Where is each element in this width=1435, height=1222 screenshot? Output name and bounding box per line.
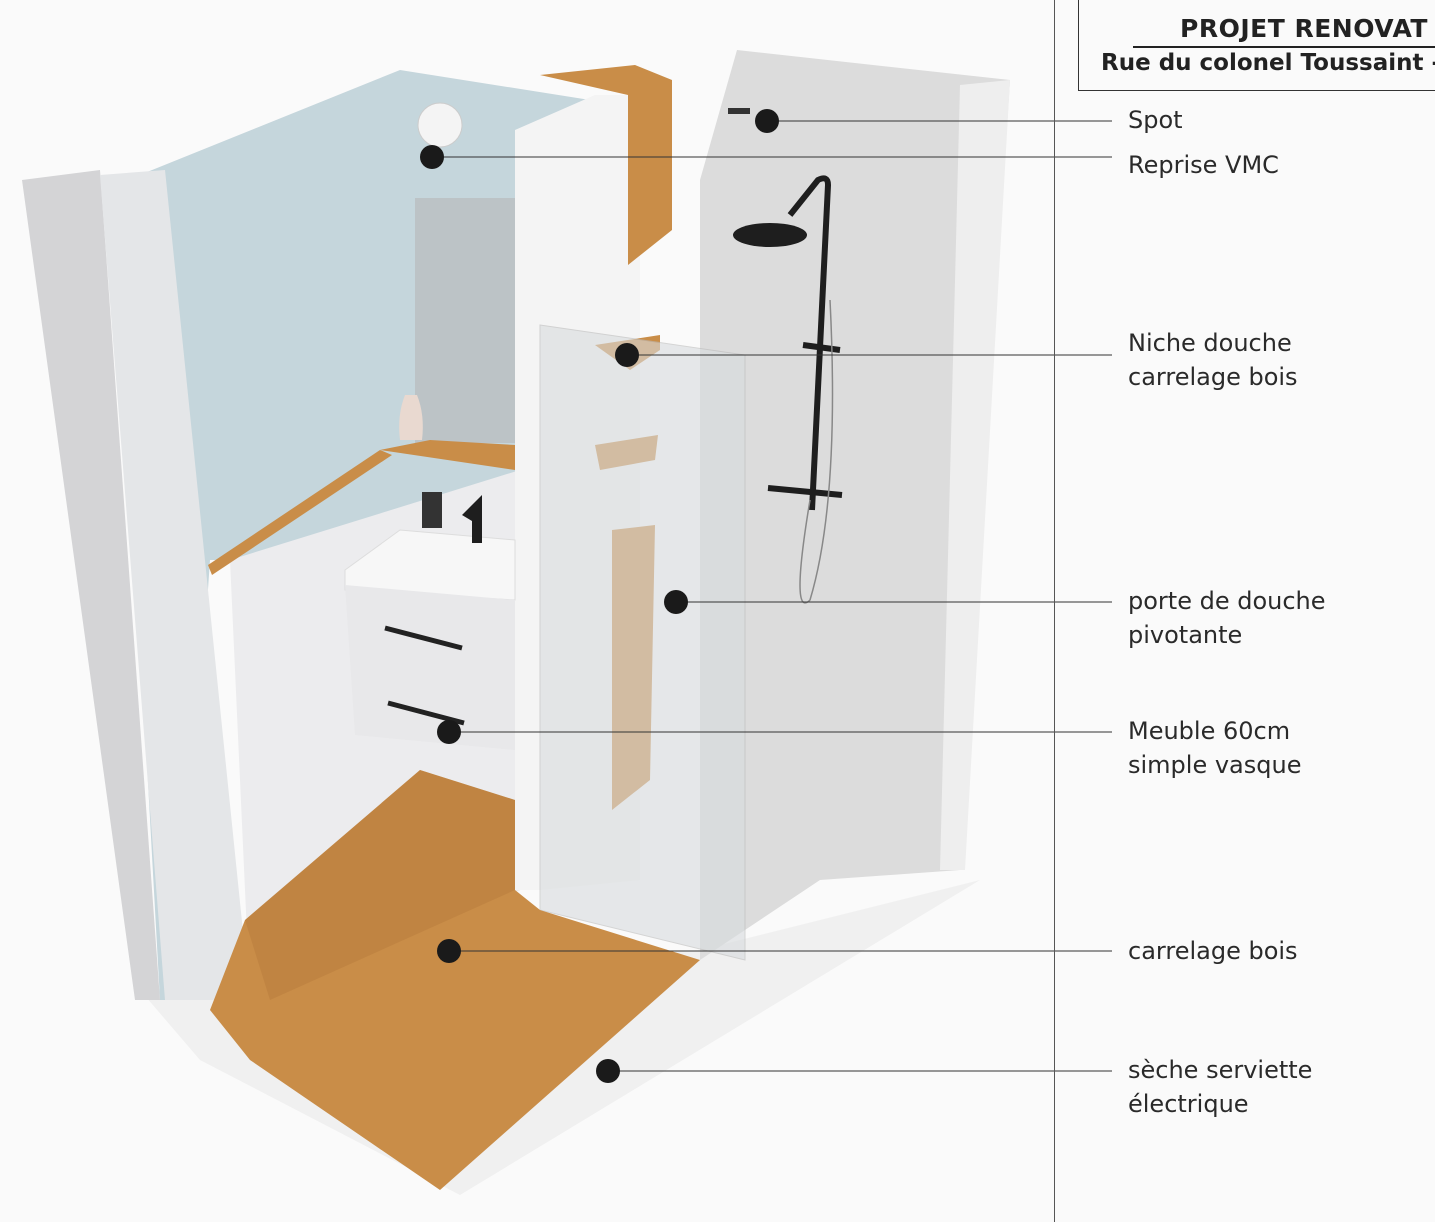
drawer-handle	[387, 700, 465, 726]
vmc-vent	[417, 102, 463, 148]
label-spot: Spot	[1128, 103, 1183, 137]
left-wall-face	[100, 170, 250, 1000]
wood-floor	[210, 770, 700, 1190]
title-underline	[1133, 46, 1435, 48]
label-line: Meuble 60cm	[1128, 717, 1291, 745]
shower-wall-edge	[940, 80, 1010, 870]
label-towel-warmer: sèche serviette électrique	[1128, 1053, 1312, 1121]
label-floor: carrelage bois	[1128, 934, 1298, 968]
callout-dot-towel-warmer	[596, 1059, 620, 1083]
callout-lines	[432, 120, 1112, 1072]
project-title: PROJET RENOVAT	[1180, 14, 1428, 43]
wood-column	[540, 65, 672, 265]
label-line: carrelage bois	[1128, 363, 1298, 391]
vanity-basin	[344, 529, 516, 601]
label-vmc: Reprise VMC	[1128, 148, 1279, 182]
shower-door-glass	[539, 324, 746, 961]
callout-dot-door	[664, 590, 688, 614]
shower-column	[767, 175, 843, 511]
faucet	[462, 495, 482, 543]
cup	[422, 492, 442, 528]
label-line: pivotante	[1128, 621, 1243, 649]
callout-dot-floor	[437, 939, 461, 963]
spot-light	[728, 108, 750, 114]
vanity-cabinet	[345, 585, 515, 750]
shower-hose	[799, 299, 834, 604]
label-niche: Niche douche carrelage bois	[1128, 326, 1298, 394]
callout-dots	[420, 109, 779, 1083]
divider-line	[1054, 0, 1055, 1222]
wood-ledge	[208, 450, 392, 575]
vase	[399, 395, 423, 440]
callout-dot-vmc	[420, 145, 444, 169]
project-address: Rue du colonel Toussaint -	[1101, 50, 1435, 76]
wood-shelf	[380, 440, 515, 470]
callout-dot-spot	[755, 109, 779, 133]
label-line: Niche douche	[1128, 329, 1292, 357]
mirror	[415, 198, 515, 443]
title-block	[1078, 0, 1435, 91]
label-line: porte de douche	[1128, 587, 1326, 615]
label-line: électrique	[1128, 1090, 1249, 1118]
label-line: Reprise VMC	[1128, 151, 1279, 179]
label-line: Spot	[1128, 106, 1183, 134]
label-vanity: Meuble 60cm simple vasque	[1128, 714, 1301, 782]
label-line: simple vasque	[1128, 751, 1302, 779]
left-outer-wall	[22, 170, 160, 1000]
shower-head	[733, 223, 807, 247]
label-line: sèche serviette	[1128, 1056, 1313, 1084]
label-shower-door: porte de douche pivotante	[1128, 584, 1326, 652]
floor-shade	[245, 770, 515, 1000]
drawer-handle	[384, 625, 463, 651]
label-line: carrelage bois	[1128, 937, 1298, 965]
callout-dot-niche	[615, 343, 639, 367]
callout-dot-vanity	[437, 720, 461, 744]
